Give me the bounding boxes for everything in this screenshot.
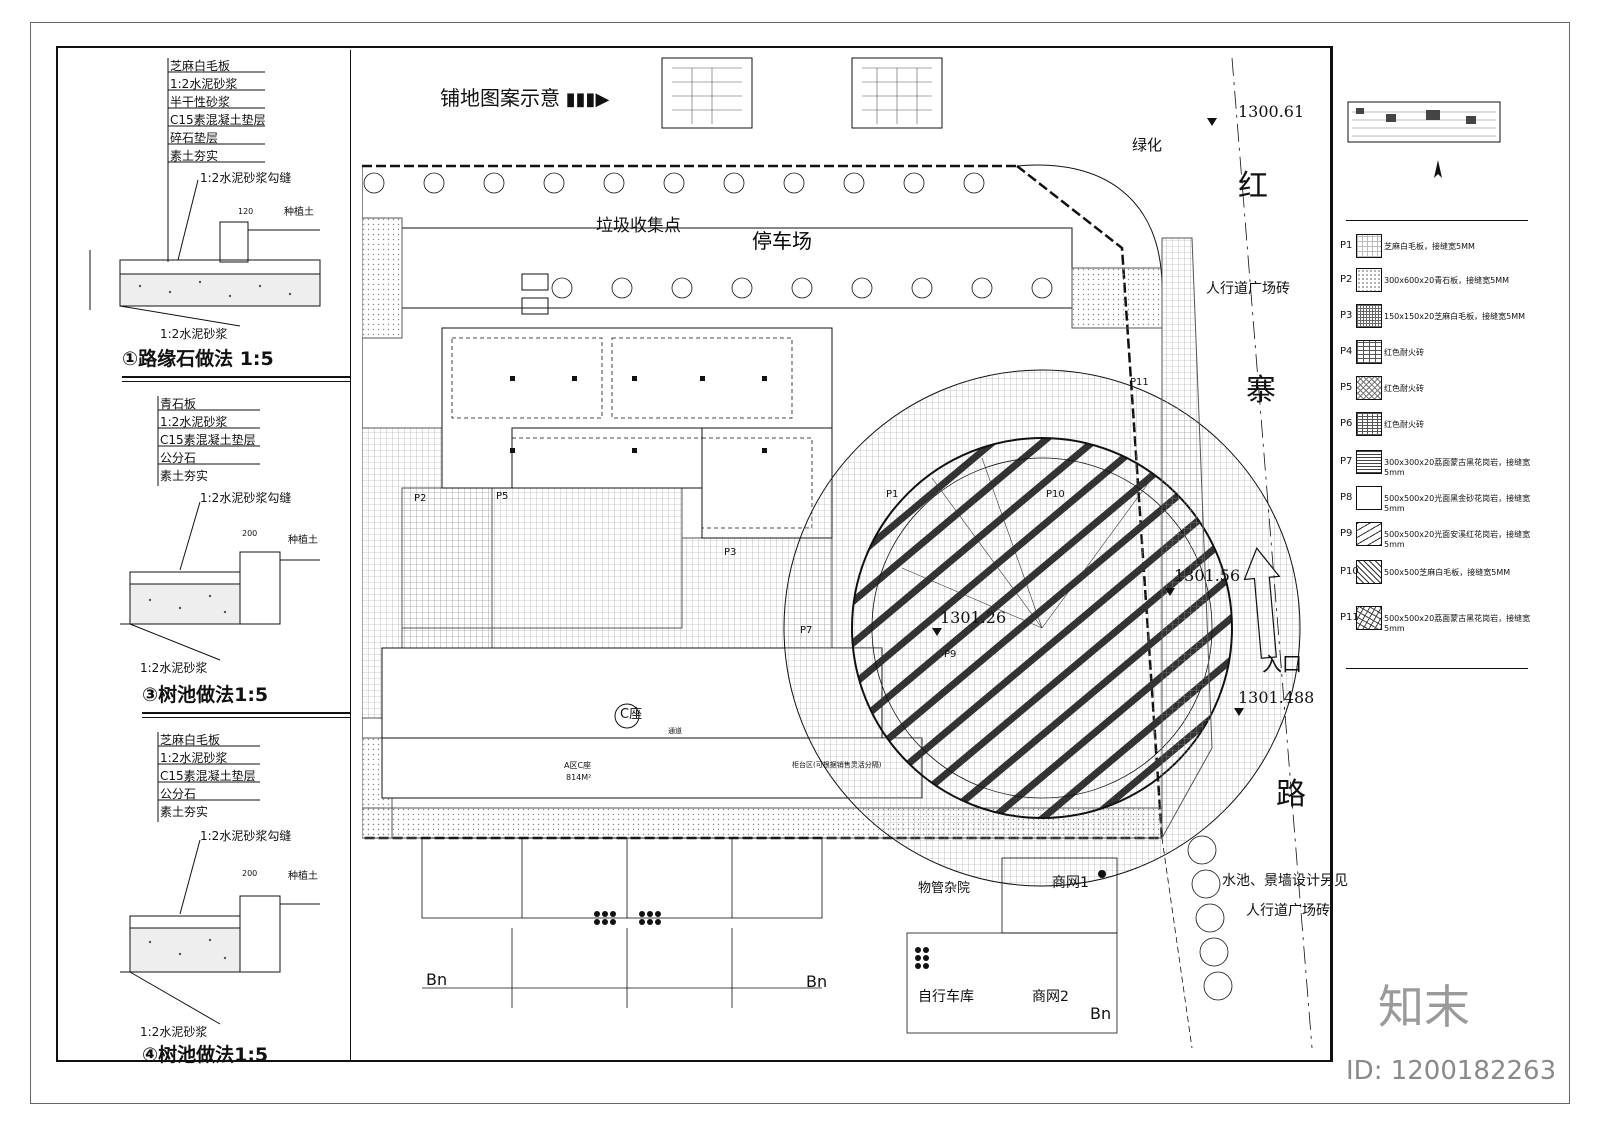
parking-label: 停车场 bbox=[752, 229, 812, 253]
legend-item: P6 红色耐火砖 bbox=[1340, 412, 1540, 438]
dim-label: 种植土 bbox=[288, 535, 318, 546]
layer-label: 芝麻白毛板 bbox=[160, 733, 221, 747]
legend-item: P9 500x500x20光面安溪红花岗岩，接缝宽5mm bbox=[1340, 522, 1540, 549]
brand-watermark: 知末 bbox=[1378, 980, 1470, 1034]
mortar-label: 1:2水泥砂浆 bbox=[140, 1025, 208, 1039]
dim-label: 120 bbox=[238, 207, 254, 216]
garbage-label: 垃圾收集点 bbox=[596, 216, 681, 236]
legend-item: P2 300x600x20青石板，接缝宽5MM bbox=[1340, 268, 1540, 294]
legend-column bbox=[1332, 46, 1540, 1062]
bn-label: Bn bbox=[806, 972, 828, 991]
material-tag: P7 bbox=[800, 625, 813, 636]
joint-label: 1:2水泥砂浆勾缝 bbox=[200, 171, 292, 185]
curb-section-drawing bbox=[89, 58, 321, 327]
layer-label: 芝麻白毛板 bbox=[170, 59, 231, 73]
layer-label: 碎石垫层 bbox=[170, 131, 219, 145]
elevation-label: 1301.26 bbox=[940, 608, 1007, 627]
dim-label: 种植土 bbox=[288, 871, 318, 882]
material-tag: P2 bbox=[414, 493, 427, 504]
legend-item: P3 150x150x20芝麻白毛板，接缝宽5MM bbox=[1340, 304, 1540, 330]
area-value: 814M² bbox=[566, 773, 592, 782]
legend-divider bbox=[1346, 220, 1528, 221]
detail-title: ④树池做法1:5 bbox=[142, 1044, 269, 1066]
material-tag: P3 bbox=[724, 547, 737, 558]
detail-panel: 芝麻白毛板 1:2水泥砂浆 半干性砂浆 C15素混凝土垫层 碎石垫层 素土夯实 … bbox=[60, 50, 351, 1065]
sidewalk-label: 人行道广场砖 bbox=[1206, 281, 1290, 297]
sidewalk-label: 人行道广场砖 bbox=[1246, 903, 1330, 919]
bn-label: Bn bbox=[1090, 1004, 1112, 1023]
material-tag: P5 bbox=[496, 491, 509, 502]
elevation-label: 1300.61 bbox=[1238, 102, 1305, 121]
mortar-label: 1:2水泥砂浆 bbox=[160, 327, 228, 341]
paving-title: 铺地图案示意 ▮▮▮▶ bbox=[440, 86, 610, 110]
layer-label: 素土夯实 bbox=[160, 469, 209, 483]
id-watermark: ID: 1200182263 bbox=[1346, 1056, 1557, 1086]
layer-label: C15素混凝土垫层 bbox=[170, 113, 266, 127]
layer-label: 1:2水泥砂浆 bbox=[160, 415, 228, 429]
legend-item: P4 红色耐火砖 bbox=[1340, 340, 1540, 366]
material-tag: P1 bbox=[886, 489, 899, 500]
location-thumbnail bbox=[1347, 101, 1501, 178]
material-tag: P11 bbox=[1130, 377, 1149, 388]
material-tag: P10 bbox=[1046, 489, 1065, 500]
layer-label: 素土夯实 bbox=[160, 805, 209, 819]
legend-item: P1 芝麻白毛板，接缝宽5MM bbox=[1340, 234, 1540, 260]
layer-label: 素土夯实 bbox=[170, 149, 219, 163]
detail-tree-pit-4: 芝麻白毛板 1:2水泥砂浆 C15素混凝土垫层 公分石 素土夯实 1:2水泥砂浆… bbox=[60, 728, 350, 1065]
layer-label: 1:2水泥砂浆 bbox=[160, 751, 228, 765]
tree-pit-section-drawing bbox=[120, 732, 320, 1025]
elevation-label: 1301.56 bbox=[1174, 566, 1241, 585]
material-tag: P9 bbox=[944, 649, 957, 660]
layer-label: C15素混凝土垫层 bbox=[160, 433, 256, 447]
dim-label: 200 bbox=[242, 869, 258, 878]
counter-label: 柜台区(可根据销售灵活分隔) bbox=[792, 761, 882, 769]
legend-divider bbox=[1346, 668, 1528, 669]
layer-label: 公分石 bbox=[160, 451, 197, 465]
road-name-char: 红 bbox=[1238, 169, 1268, 204]
pool-note: 水池、景墙设计另见 bbox=[1222, 873, 1348, 889]
mortar-label: 1:2水泥砂浆 bbox=[140, 661, 208, 675]
shop1-label: 商网1 bbox=[1052, 875, 1089, 891]
dim-label: 种植土 bbox=[284, 207, 314, 218]
drawing-frame bbox=[56, 46, 1332, 1062]
detail-title: ①路缘石做法 1:5 bbox=[122, 348, 274, 370]
legend-item: P5 红色耐火砖 bbox=[1340, 376, 1540, 402]
layer-label: 半干性砂浆 bbox=[170, 95, 231, 109]
layer-label: 青石板 bbox=[160, 397, 197, 411]
detail-tree-pit-3: 青石板 1:2水泥砂浆 C15素混凝土垫层 公分石 素土夯实 1:2水泥砂浆勾缝… bbox=[60, 390, 350, 720]
seat-c-label: C座 bbox=[620, 707, 643, 722]
road-name-char: 寨 bbox=[1246, 373, 1276, 408]
entrance-label: 入口 bbox=[1262, 652, 1302, 676]
tree-pit-section-drawing bbox=[120, 396, 320, 661]
dim-label: 200 bbox=[242, 529, 258, 538]
elevation-label: 1301.488 bbox=[1238, 688, 1315, 707]
green-label: 绿化 bbox=[1132, 136, 1163, 154]
legend-item: P8 500x500x20光面黑金砂花岗岩，接缝宽5mm bbox=[1340, 486, 1540, 513]
bn-label: Bn bbox=[426, 970, 448, 989]
layer-label: C15素混凝土垫层 bbox=[160, 769, 256, 783]
area-label: A区C座 bbox=[564, 761, 592, 770]
layer-label: 公分石 bbox=[160, 787, 197, 801]
shop2-label: 商网2 bbox=[1032, 989, 1069, 1005]
bike-garage-label: 自行车库 bbox=[918, 989, 974, 1005]
property-yard-label: 物管杂院 bbox=[918, 881, 971, 896]
joint-label: 1:2水泥砂浆勾缝 bbox=[200, 491, 292, 505]
legend-item: P11 500x500x20荔面蒙古黑花岗岩，接缝宽5mm bbox=[1340, 606, 1540, 633]
outer-frame bbox=[30, 22, 1570, 1104]
corridor-label: 通道 bbox=[668, 727, 682, 735]
detail-title: ③树池做法1:5 bbox=[142, 684, 269, 706]
joint-label: 1:2水泥砂浆勾缝 bbox=[200, 829, 292, 843]
site-plan: 停车场 bbox=[362, 57, 1313, 1049]
legend-item: P7 300x300x20荔面蒙古黑花岗岩，接缝宽5mm bbox=[1340, 450, 1540, 477]
legend-item: P10 500x500芝麻白毛板，接缝宽5MM bbox=[1340, 560, 1540, 586]
detail-curb: 芝麻白毛板 1:2水泥砂浆 半干性砂浆 C15素混凝土垫层 碎石垫层 素土夯实 … bbox=[60, 50, 350, 390]
layer-label: 1:2水泥砂浆 bbox=[170, 77, 238, 91]
road-name-char: 路 bbox=[1276, 777, 1306, 812]
